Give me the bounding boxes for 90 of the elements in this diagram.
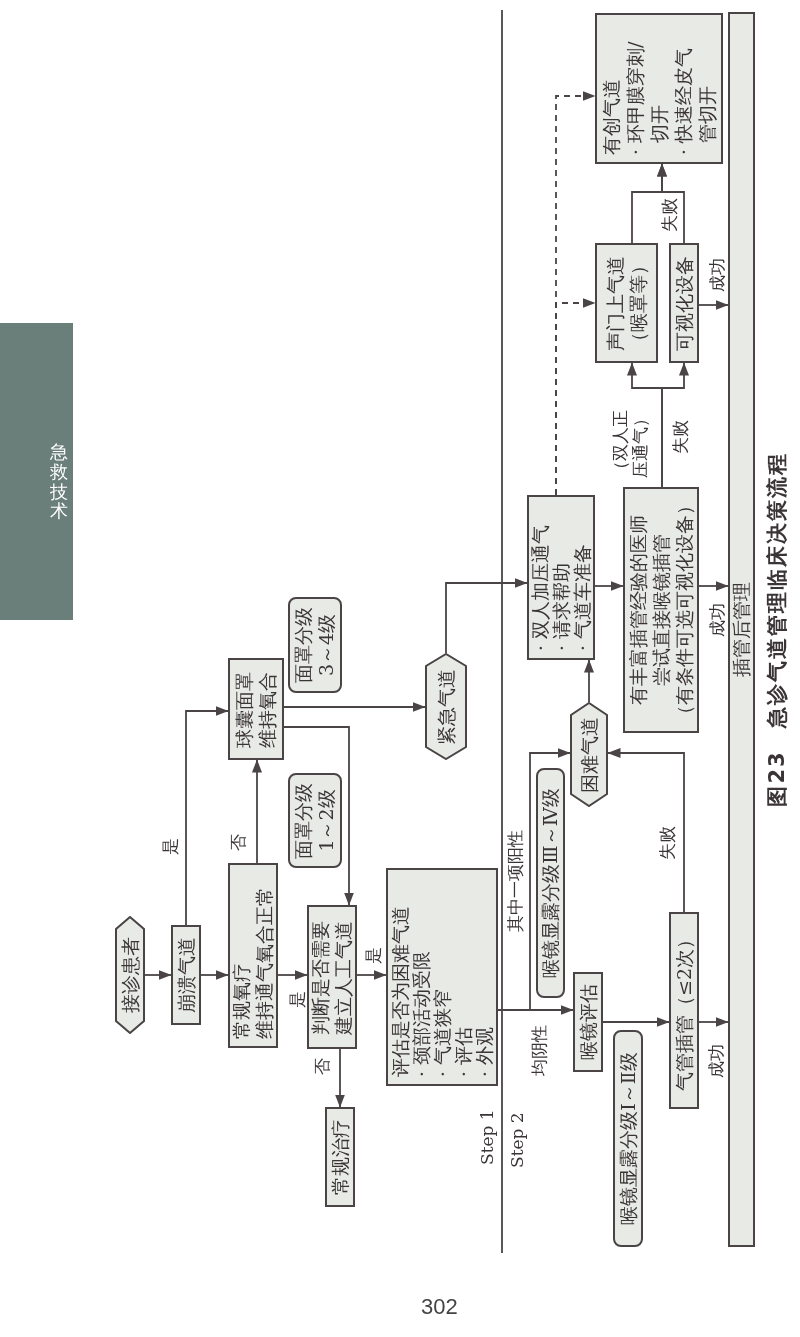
- arrow: [277, 970, 308, 980]
- hexagon-node: [115, 916, 145, 1034]
- arrow: [584, 659, 594, 703]
- bullet-item: · 气道车准备: [571, 543, 593, 651]
- process-box: [573, 972, 603, 1072]
- edge-label: 其中一项阳性: [505, 830, 525, 932]
- bullet-item: · 请求帮助: [550, 562, 572, 651]
- box-label: 球囊面罩维持氧合: [233, 670, 279, 748]
- arrow: [698, 300, 729, 310]
- edge-label: 均阴性: [529, 1024, 549, 1076]
- process-box: [595, 13, 723, 164]
- bullet-item: · 快速经皮气管切开: [671, 46, 719, 155]
- arrow: [594, 581, 624, 591]
- arrow: [200, 970, 229, 980]
- process-box: [228, 658, 284, 760]
- arrow: [607, 748, 685, 913]
- arrow: [698, 1017, 729, 1027]
- box-label: 喉镜显露分级Ⅰ～Ⅱ级: [616, 1052, 640, 1225]
- box-label: 紧急气道: [434, 668, 458, 745]
- annotation-box: [288, 773, 342, 868]
- box-heading: 有创气道: [599, 79, 623, 155]
- box-label: 判断是否需要建立人工气道: [309, 919, 355, 1035]
- step-label: Step 2: [509, 1112, 526, 1168]
- edge-label: 成功: [707, 258, 727, 292]
- edge-label: 否: [228, 833, 248, 851]
- box-label: 常规治疗: [328, 1119, 352, 1195]
- box-label: 有丰富插管经验的医师尝试直接喉镜插管: [626, 514, 673, 706]
- tab-label: 急救技术: [50, 441, 68, 522]
- arrow: [283, 702, 426, 712]
- annotation-box: [613, 1030, 643, 1247]
- arrow: [356, 970, 387, 980]
- box-label: 崩溃气道: [174, 937, 198, 1013]
- arrow: [602, 1017, 670, 1027]
- page-number: 302: [421, 1296, 458, 1318]
- box-label: 可视化设备: [672, 255, 696, 351]
- bullet-item: · 外观: [473, 1026, 495, 1077]
- box-heading: 评估是否为困难气道: [389, 906, 411, 1077]
- edge-label: 失败: [657, 826, 677, 860]
- box-label: 困难气道: [577, 716, 601, 793]
- arrow: [185, 706, 229, 926]
- figure-caption: 图23 急诊气道管理临床决策流程: [764, 452, 790, 807]
- edge-label: 失败: [670, 420, 690, 454]
- box-label: 喉镜评估: [576, 984, 600, 1060]
- edge-label: 是: [363, 946, 383, 964]
- arrow: [252, 759, 262, 864]
- arrow: [335, 1048, 345, 1108]
- edge-label: 失败: [659, 198, 679, 232]
- edge-label: 否: [312, 1057, 332, 1075]
- box-label: 面罩分级3～4级: [292, 606, 338, 684]
- arrow: [283, 726, 354, 906]
- process-box: [623, 487, 699, 733]
- box-label: （有条件可选可视化设备）: [672, 496, 696, 724]
- hexagon-node: [425, 653, 467, 760]
- bullet-item: · 环甲膜穿刺/切开: [623, 40, 671, 155]
- process-box: [386, 868, 498, 1086]
- edge-label: 是: [160, 837, 180, 855]
- box-label: 气管插管（≤2次）: [672, 930, 696, 1091]
- box-label: 插管后管理: [730, 582, 753, 677]
- process-box: [527, 495, 595, 660]
- hexagon-node: [570, 702, 608, 807]
- bullet-item: · 评估: [452, 1026, 474, 1077]
- box-label: 喉镜显露分级Ⅲ～Ⅳ级: [539, 788, 562, 978]
- arrow: [661, 362, 689, 488]
- arrow: [144, 970, 172, 980]
- process-box: [669, 912, 699, 1109]
- arrow: [445, 578, 528, 654]
- box-label: 接诊患者: [118, 937, 142, 1013]
- process-box: [595, 243, 658, 363]
- box-label: 面罩分级1～2级: [292, 781, 338, 860]
- box-label: 声门上气道（喉罩等）: [603, 255, 650, 352]
- process-box: [171, 925, 201, 1025]
- arrow: [698, 581, 729, 591]
- process-box: [669, 243, 699, 363]
- box-label: 维持通气氧合正常: [253, 887, 276, 1039]
- bullet-item: · 气道狭窄: [431, 988, 453, 1077]
- step-label: Step 1: [479, 1109, 496, 1165]
- process-box: [228, 863, 278, 1048]
- box-label: 常规氧疗: [230, 963, 253, 1039]
- edge-label: 成功: [707, 603, 727, 637]
- dashed-arrow: [555, 91, 596, 496]
- edge-label: 成功: [706, 1044, 726, 1078]
- bullet-item: · 双人加压通气: [529, 524, 551, 651]
- edge-label: 是: [287, 990, 307, 1008]
- result-bar: [728, 12, 755, 1247]
- process-box: [307, 905, 357, 1049]
- arrow: [657, 163, 685, 244]
- bullet-item: · 颈部活动受限: [410, 950, 432, 1077]
- annotation-box: [536, 768, 565, 998]
- process-box: [325, 1107, 355, 1207]
- annotation-box: [288, 597, 342, 693]
